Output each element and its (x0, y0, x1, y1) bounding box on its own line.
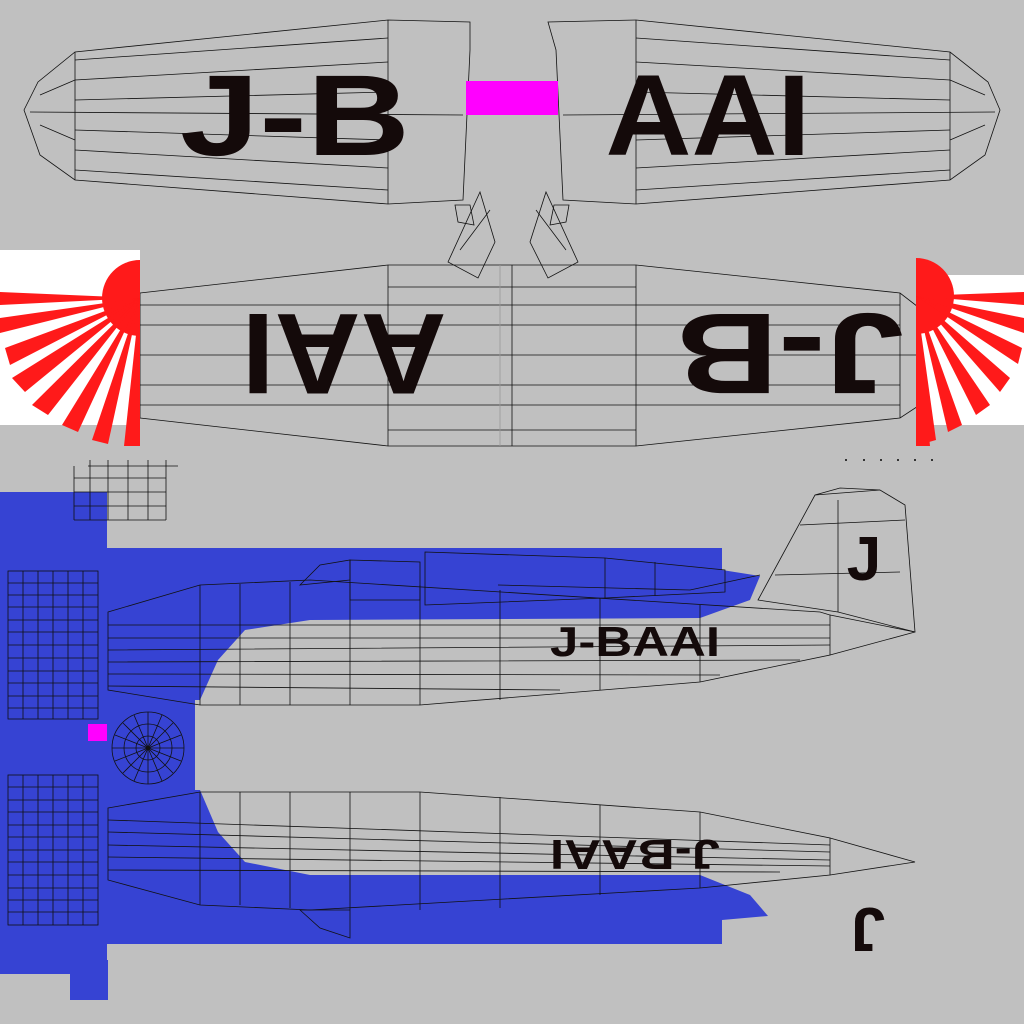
rising-sun-left (0, 250, 140, 446)
lower-wing-reg-left: AAI (242, 289, 447, 417)
dot-row (845, 459, 933, 461)
tail-letter-lower: J (851, 894, 885, 963)
magenta-marker-small (88, 724, 107, 741)
fuselage-paint-regions (0, 492, 768, 1000)
fuselage-wireframe (7, 460, 916, 939)
upper-wing-layout (23, 19, 1001, 279)
magenta-marker-top (466, 81, 558, 115)
fuselage-reg-upper: J-BAAI (550, 618, 720, 665)
small-grid-top (73, 460, 178, 521)
lower-wing-reg-right: J-B (676, 289, 904, 417)
rising-sun-right (916, 258, 1024, 446)
cowling-disc (111, 711, 185, 785)
fuselage-reg-lower: J-BAAI (550, 831, 720, 878)
side-grid-upper (7, 570, 99, 720)
tail-letter: J (847, 525, 881, 594)
upper-wing-reg-right: AAI (606, 52, 811, 180)
side-grid-lower (7, 774, 99, 926)
upper-wing-reg-left: J-B (180, 52, 410, 180)
